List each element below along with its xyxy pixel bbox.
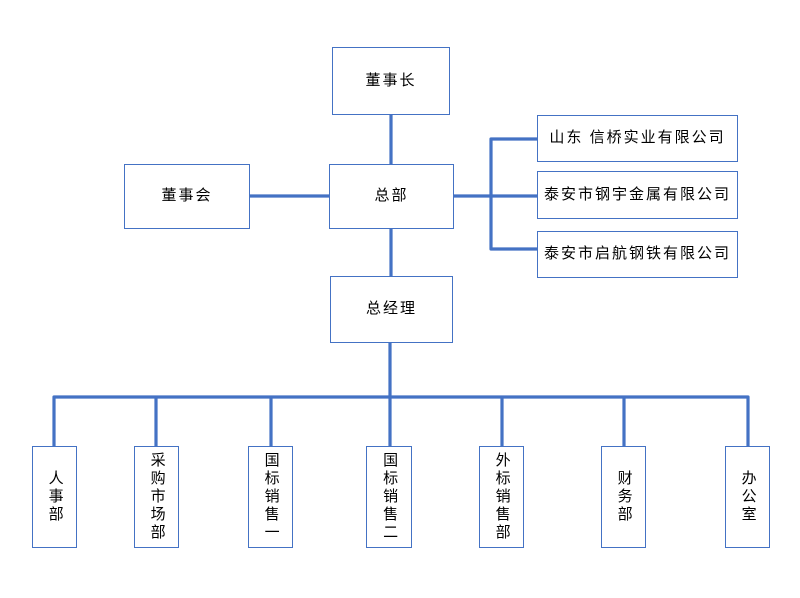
- node-general-manager-label: 总经理: [365, 300, 417, 318]
- node-dept-external-sales: 外标销售部: [479, 446, 524, 548]
- node-general-manager: 总经理: [330, 276, 453, 343]
- node-dept-national-sales-2-label: 国标销售二: [381, 452, 399, 542]
- node-dept-national-sales-1-label: 国标销售一: [262, 452, 280, 542]
- node-company-1-label: 山东 信桥实业有限公司: [549, 129, 726, 147]
- node-headquarters-label: 总部: [374, 187, 409, 205]
- node-company-3-label: 泰安市启航钢铁有限公司: [543, 245, 731, 263]
- node-dept-external-sales-label: 外标销售部: [493, 452, 511, 542]
- node-company-3: 泰安市启航钢铁有限公司: [537, 231, 738, 278]
- node-board: 董事会: [124, 164, 250, 229]
- node-dept-office-label: 办公室: [739, 470, 757, 524]
- node-board-label: 董事会: [161, 187, 213, 205]
- node-chairman-label: 董事长: [365, 71, 417, 89]
- node-company-2: 泰安市钢宇金属有限公司: [537, 171, 738, 219]
- node-chairman: 董事长: [332, 47, 450, 115]
- node-dept-national-sales-2: 国标销售二: [366, 446, 412, 548]
- node-headquarters: 总部: [329, 164, 454, 229]
- node-company-2-label: 泰安市钢宇金属有限公司: [543, 185, 731, 203]
- node-dept-finance: 财务部: [601, 446, 646, 548]
- node-dept-hr: 人事部: [32, 446, 77, 548]
- node-dept-hr-label: 人事部: [46, 470, 64, 524]
- node-dept-procurement-market: 采购市场部: [134, 446, 179, 548]
- connector-departments-rail: [52, 395, 750, 447]
- connector-companies-bracket: [489, 137, 537, 251]
- node-dept-office: 办公室: [725, 446, 770, 548]
- node-dept-national-sales-1: 国标销售一: [248, 446, 293, 548]
- node-dept-procurement-market-label: 采购市场部: [148, 452, 166, 542]
- node-dept-finance-label: 财务部: [615, 470, 633, 524]
- node-company-1: 山东 信桥实业有限公司: [537, 115, 738, 162]
